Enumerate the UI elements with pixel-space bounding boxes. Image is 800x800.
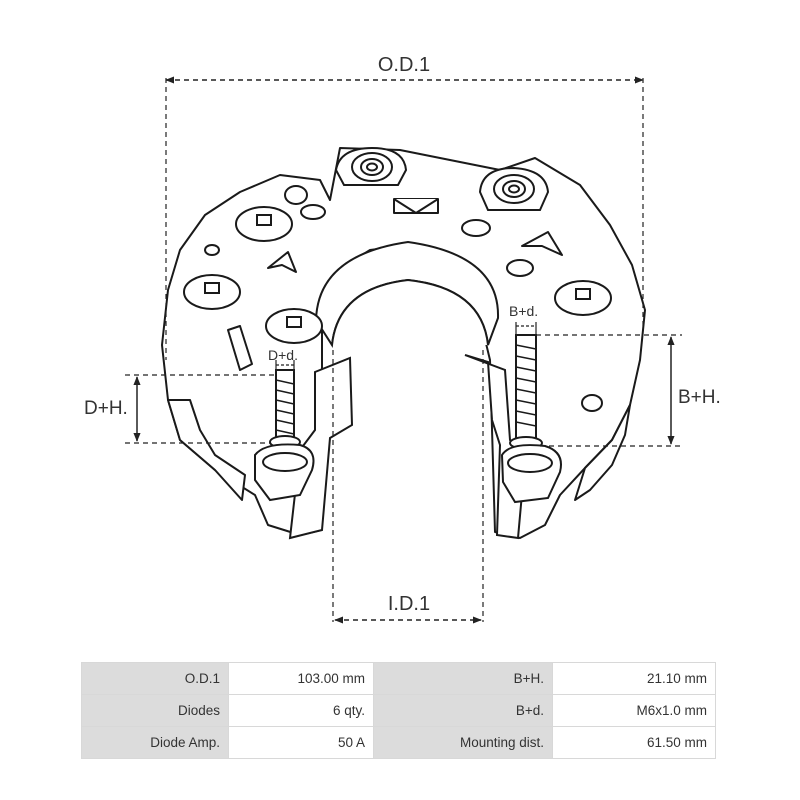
d-terminal-bolt (254, 369, 315, 502)
spec-label: Diodes (81, 694, 229, 727)
center-bore (314, 240, 500, 535)
dh-label: D+H. (84, 398, 128, 419)
spec-row: O.D.1 103.00 mm B+H. 21.10 mm (81, 662, 716, 695)
spec-label: Diode Amp. (81, 726, 229, 759)
mounting-holes (204, 185, 603, 412)
b-terminal-bolt (500, 334, 562, 504)
spec-label: B+d. (373, 694, 553, 727)
spec-value: 21.10 mm (552, 662, 716, 695)
bh-label: B+H. (678, 387, 721, 408)
od-dimension: O.D.1 (165, 54, 644, 360)
id-label: I.D.1 (388, 593, 430, 615)
dd-label: D+d. (268, 347, 298, 363)
spec-label: B+H. (373, 662, 553, 695)
terminal-tower-left (334, 146, 408, 186)
spec-value: 50 A (228, 726, 374, 759)
bh-dimension: B+H. (536, 334, 721, 447)
od-label: O.D.1 (378, 54, 430, 76)
diode-pads (183, 206, 612, 344)
bd-dimension: B+d. (509, 303, 538, 335)
terminal-tower-right (478, 166, 550, 211)
spec-table: O.D.1 103.00 mm B+H. 21.10 mm Diodes 6 q… (81, 662, 716, 759)
bd-label: B+d. (509, 303, 538, 319)
diode-symbols (227, 198, 563, 371)
spec-value: 103.00 mm (228, 662, 374, 695)
spec-label: Mounting dist. (373, 726, 553, 759)
dd-dimension: D+d. (268, 347, 298, 372)
spec-row: Diodes 6 qty. B+d. M6x1.0 mm (81, 694, 716, 727)
spec-label: O.D.1 (81, 662, 229, 695)
spec-value: M6x1.0 mm (552, 694, 716, 727)
id-dimension: I.D.1 (332, 350, 484, 624)
dh-dimension: D+H. (84, 374, 276, 444)
spec-value: 6 qty. (228, 694, 374, 727)
rectifier-drawing: O.D.1 I.D.1 B+H. D+H. B+d. D+d. (84, 54, 721, 624)
spec-row: Diode Amp. 50 A Mounting dist. 61.50 mm (81, 726, 716, 759)
spec-value: 61.50 mm (552, 726, 716, 759)
